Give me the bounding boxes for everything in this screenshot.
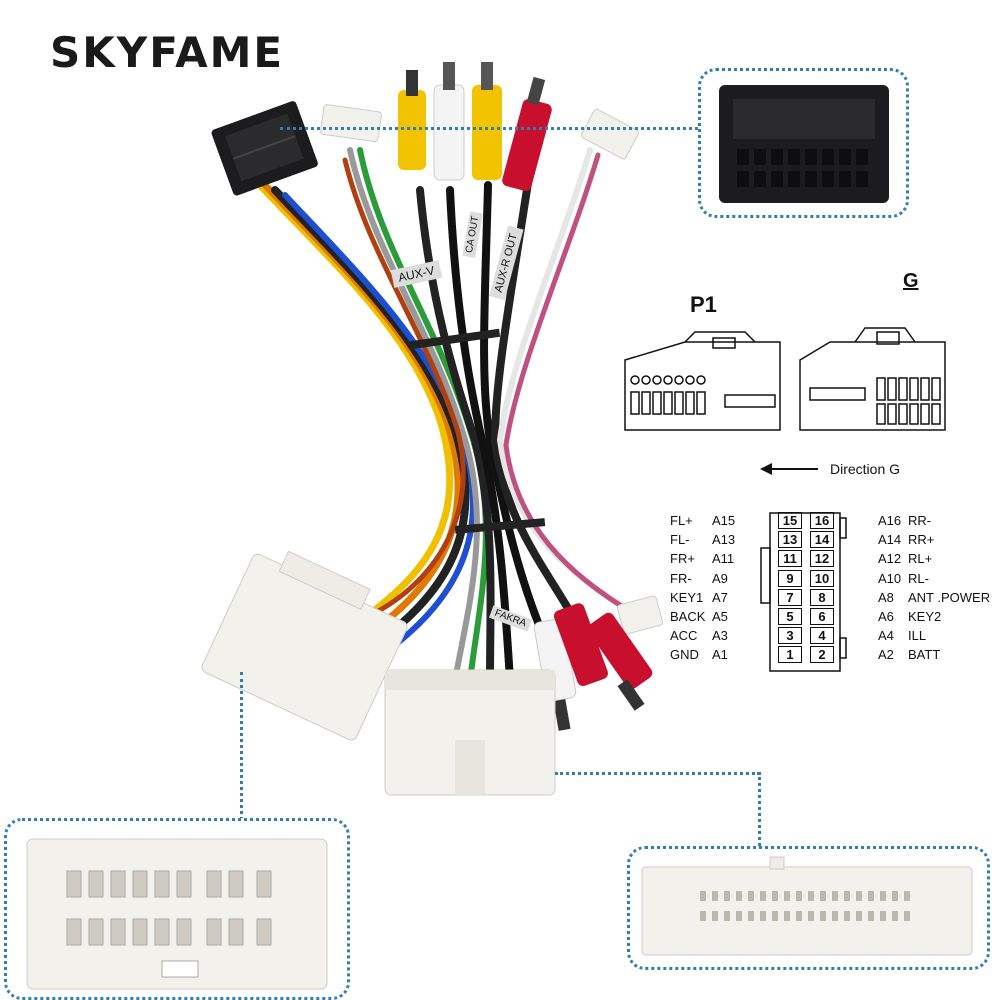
inset-black-connector	[698, 68, 909, 218]
pin-number-box: 13	[778, 531, 802, 549]
inset-white-connector-right	[627, 846, 990, 970]
zip-tie	[409, 328, 501, 350]
pin-number-box: 7	[778, 588, 802, 606]
g-label: G	[903, 270, 919, 292]
pin-id-right: A14	[878, 532, 902, 548]
pin-function-right: ANT .POWER	[908, 589, 991, 605]
pin-id-right: A2	[878, 647, 894, 663]
pin-function-right: KEY2	[908, 609, 942, 624]
callout-line-right	[555, 772, 760, 775]
pin-function-left: KEY1	[670, 589, 704, 605]
pin-function-right: RL-	[908, 570, 929, 586]
right-connector-closeup	[641, 856, 973, 956]
pin-id-left: A15	[712, 513, 736, 528]
pin-number-box: 1	[778, 646, 802, 664]
g-connector-drawing	[799, 327, 946, 431]
pin-function-right: RR-	[908, 513, 932, 528]
black-connector-closeup	[719, 85, 889, 203]
pin-number-box: 16	[810, 512, 834, 529]
pinout-grid	[760, 512, 847, 672]
callout-line-top	[280, 127, 698, 130]
pin-id-right: A4	[878, 628, 894, 644]
inset-white-connector-left	[4, 818, 350, 1000]
pin-id-left: A1	[712, 647, 728, 663]
pin-id-right: A16	[878, 513, 902, 528]
pin-function-right: BATT	[908, 647, 941, 663]
pin-function-right: RL+	[908, 551, 933, 567]
pin-function-right: ILL	[908, 628, 927, 644]
callout-line-left	[240, 672, 243, 820]
pin-id-left: A5	[712, 609, 728, 624]
pin-number-box: 10	[810, 569, 834, 587]
white-plug	[616, 595, 664, 635]
white-connector-right	[384, 669, 556, 796]
pin-function-left: FL+	[670, 513, 693, 528]
pin-id-left: A9	[712, 570, 728, 586]
pin-id-right: A8	[878, 589, 894, 605]
brand-logo: SKYFAME	[50, 28, 285, 77]
pin-id-left: A3	[712, 628, 728, 644]
white-plug	[320, 104, 382, 143]
left-connector-closeup	[26, 838, 328, 990]
pin-number-box: 9	[778, 569, 802, 587]
callout-line-right-down	[758, 772, 761, 846]
pin-id-left: A13	[712, 532, 736, 548]
pin-id-left: A11	[712, 551, 735, 567]
pin-number-box: 2	[810, 646, 834, 664]
pin-number-box: 14	[810, 531, 834, 549]
pin-function-left: FL-	[670, 532, 690, 548]
pin-number-box: 3	[778, 627, 802, 645]
pin-number-box: 4	[810, 627, 834, 645]
pin-function-left: BACK	[670, 609, 706, 624]
pin-number-box: 6	[810, 608, 834, 625]
direction-arrow-icon	[760, 463, 818, 475]
rca-plugs-top	[398, 62, 552, 192]
pin-number-box: 8	[810, 588, 834, 606]
pin-function-left: GND	[670, 647, 699, 663]
black-16pin-plug	[211, 101, 318, 196]
pin-function-right: RR+	[908, 532, 935, 548]
pin-id-right: A6	[878, 609, 894, 624]
white-connector-left	[201, 550, 408, 741]
pin-id-left: A7	[712, 589, 728, 605]
pin-id-right: A12	[878, 551, 902, 567]
p1-label: P1	[690, 292, 717, 317]
pin-number-box: 11	[778, 550, 802, 568]
pin-function-left: ACC	[670, 628, 698, 644]
pin-number-box: 15	[778, 512, 802, 529]
pin-function-left: FR+	[670, 551, 695, 567]
connector-drawings	[624, 327, 946, 431]
zip-tie	[454, 518, 546, 534]
pin-id-right: A10	[878, 570, 902, 586]
white-plug	[580, 108, 640, 160]
wire-bundle	[251, 147, 639, 684]
pin-function-left: FR-	[670, 570, 692, 586]
pin-number-box: 5	[778, 608, 802, 625]
pin-number-box: 12	[810, 550, 834, 568]
p1-connector-drawing	[624, 331, 781, 431]
direction-label: Direction G	[830, 461, 901, 477]
